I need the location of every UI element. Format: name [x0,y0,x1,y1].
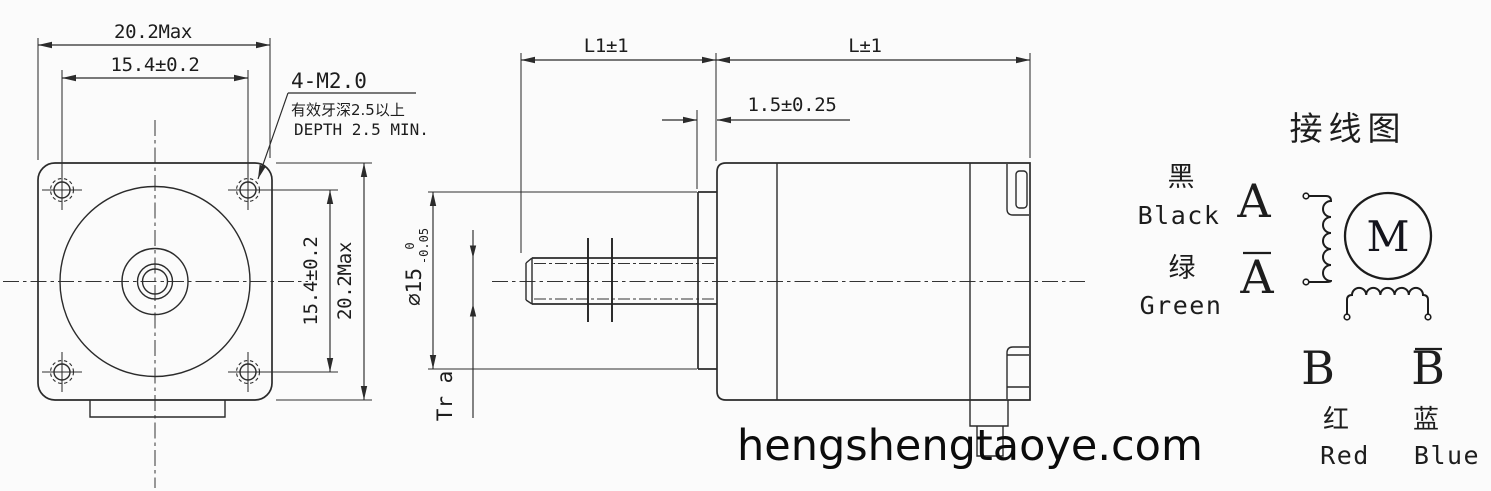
leadscrew-thread-text: Tr a [433,371,457,422]
dim-front-height: 20.2Max [276,162,372,401]
front-bottom-tab [89,400,226,418]
wire-black-cn: 黑 [1168,162,1195,193]
shaft-inner-circle [141,268,169,295]
wire-red-cn: 红 [1323,405,1349,435]
side-view: L1±1 L±1 1.5±0.25 ⌀15 0 -0.05 [402,35,1085,457]
dim-pilot-diameter: ⌀15 0 -0.05 [402,191,697,370]
rear-top-connector [1006,164,1029,216]
dim-screw-length-text: L1±1 [584,35,629,57]
leadscrew-shaft [525,238,717,322]
watermark-text: hengshengtaoye.com [737,421,1203,471]
wire-blue-cn: 蓝 [1413,405,1439,435]
dim-front-height-text: 20.2Max [334,242,356,320]
wire-red-en: Red [1320,441,1370,470]
phase-a-bar-label: A [1239,250,1274,304]
motor-symbol: M [1343,191,1433,281]
front-boss-circle [121,247,189,316]
mounting-hole-leader: 4-M2.0 有效牙深2.5以上 DEPTH 2.5 MIN. [257,69,429,180]
front-view: 20.2Max 15.4±0.2 4-M2.0 有效牙深2.5以上 DEPTH … [3,21,429,488]
dim-boss-thickness: 1.5±0.25 [662,94,850,189]
wire-blue-en: Blue [1414,441,1480,470]
thread-depth-note-en: DEPTH 2.5 MIN. [294,120,429,139]
wire-black-en: Black [1138,201,1221,230]
shaft-outer-circle [136,263,174,300]
phase-a-label: A [1236,174,1271,228]
dim-hole-spacing-vertical-text: 15.4±0.2 [300,236,322,325]
rear-bottom-connector [1006,346,1029,399]
mounting-hole-callout-text: 4-M2.0 [291,69,367,93]
wire-green-cn: 绿 [1169,253,1196,284]
dim-hole-spacing-horizontal: 15.4±0.2 [61,54,249,177]
terminal-a [1302,192,1310,200]
dim-hole-spacing-vertical: 15.4±0.2 [263,189,338,373]
phase-b-label: B [1301,341,1335,395]
pilot-tolerance-lower-text: -0.05 [417,228,431,264]
dim-screw-length: L1±1 [520,35,717,253]
mounting-hole-bottom-right [228,352,268,392]
phase-a-coil [1302,192,1333,286]
terminal-b-bar [1424,313,1432,321]
flange-outline [37,162,273,401]
terminal-a-bar [1302,278,1310,286]
dim-body-length: L±1 [716,35,1031,158]
dim-hole-spacing-horizontal-text: 15.4±0.2 [110,54,199,76]
bottom-wire-tab [969,400,1009,457]
motor-symbol-text: M [1366,212,1409,261]
dim-front-width: 20.2Max [37,21,271,160]
thread-depth-note-cn: 有效牙深2.5以上 [291,101,405,119]
wiring-title: 接线图 [1290,109,1407,148]
front-boss [697,191,717,370]
phase-b-coil [1343,286,1432,321]
terminal-b [1343,313,1351,321]
dim-leadscrew-thread: Tr a [433,230,477,422]
dim-front-width-text: 20.2Max [114,21,192,43]
motor-body [716,162,1031,457]
pilot-circle [59,185,251,378]
mounting-hole-bottom-left [42,352,82,392]
wiring-diagram: 接线图 黑 Black A 绿 Green A M B B 红 Red 蓝 [1138,109,1480,470]
dim-boss-thickness-text: 1.5±0.25 [747,94,836,116]
pilot-tolerance-upper-text: 0 [403,242,417,249]
dim-body-length-text: L±1 [848,35,881,57]
wire-green-en: Green [1140,291,1223,320]
dim-pilot-diameter-text: ⌀15 [402,268,426,306]
